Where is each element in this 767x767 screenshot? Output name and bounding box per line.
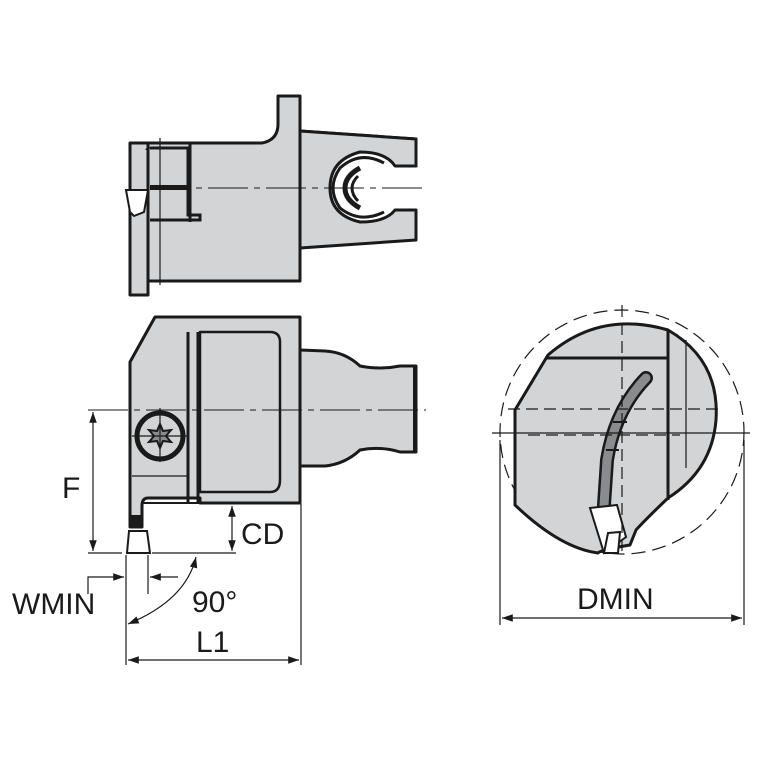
label-wmin: WMIN: [12, 588, 95, 621]
side-insert: [125, 530, 152, 554]
dimensions: F CD L1 WMIN 90°: [12, 412, 302, 665]
label-dmin: DMIN: [577, 583, 654, 616]
shank-neck: [298, 348, 418, 468]
top-view: [124, 94, 426, 297]
front-plate: [128, 141, 150, 297]
label-cd: CD: [241, 518, 284, 551]
label-l1: L1: [196, 626, 229, 659]
shank-body: [298, 129, 418, 250]
label-f: F: [62, 472, 80, 505]
side-view: [88, 315, 426, 554]
label-angle: 90°: [192, 586, 237, 619]
end-view: DMIN: [492, 305, 750, 625]
insert-tip: [124, 189, 150, 218]
